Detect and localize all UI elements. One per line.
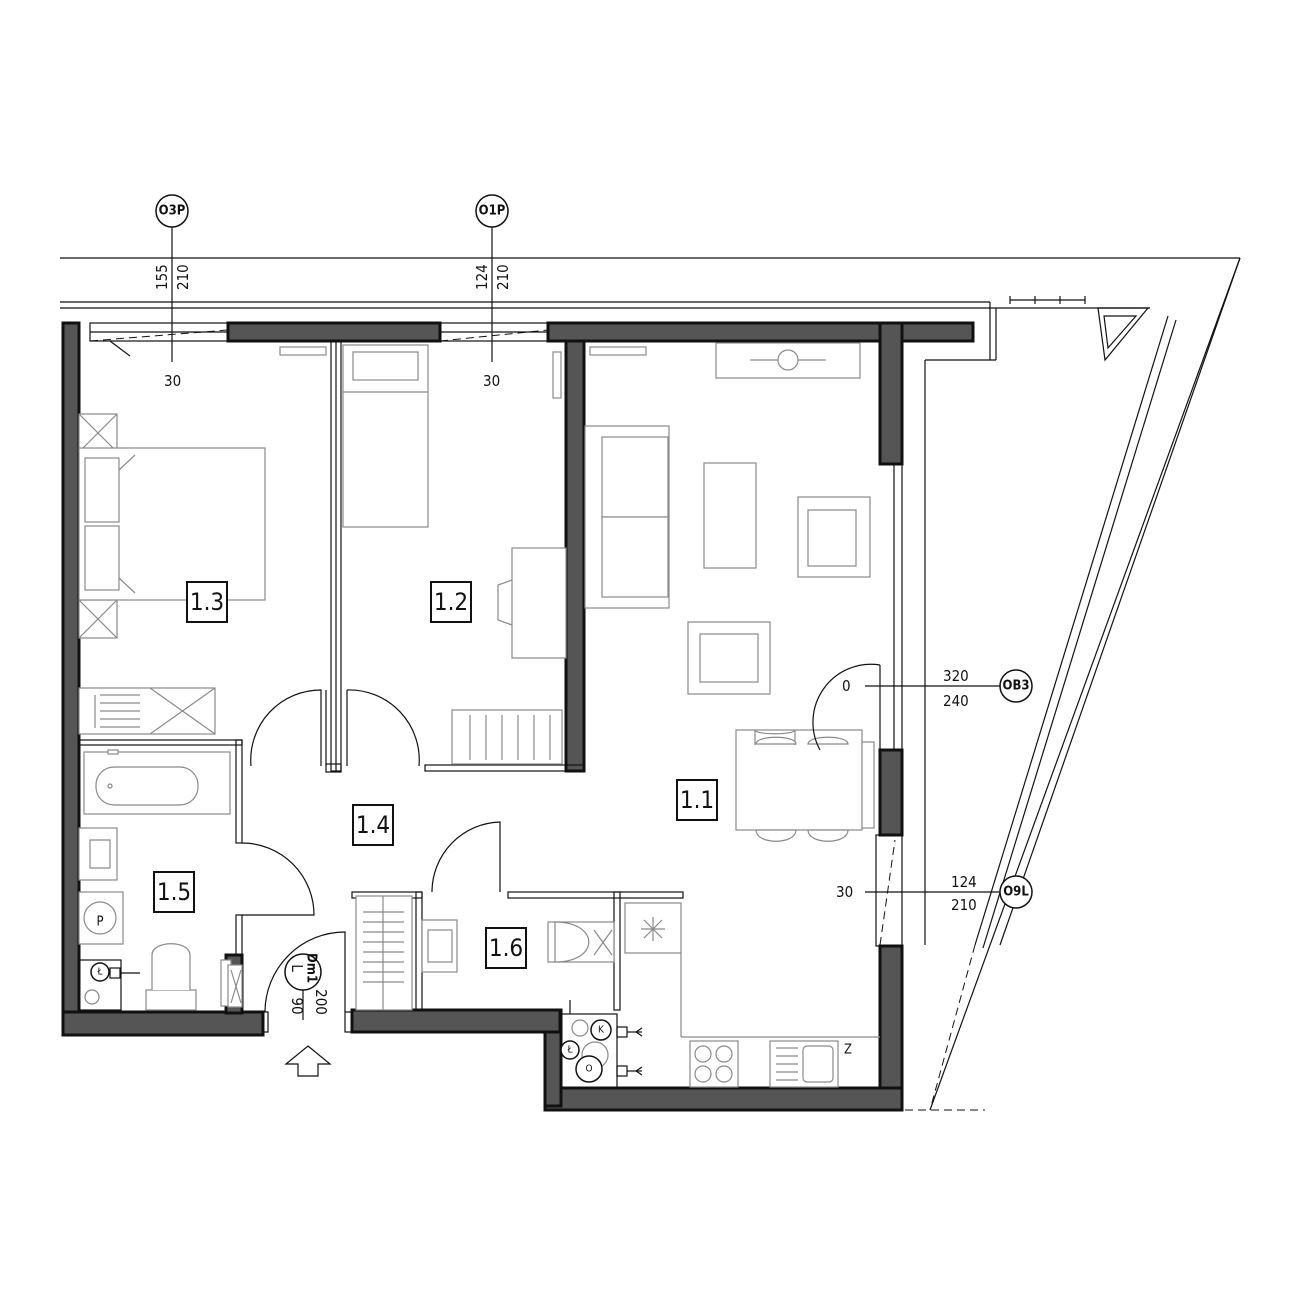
room-label-1-4-text: 1.4	[356, 811, 390, 839]
window-o1p-dim-bottom: 210	[494, 264, 512, 290]
window-tag-o3p: O3P 155 210 30	[153, 194, 192, 390]
room-label-1-4: 1.4	[352, 804, 394, 846]
window-tag-o9l-label: O9L	[1003, 885, 1029, 900]
room-label-1-1-text: 1.1	[680, 786, 714, 814]
entrance-arrow-icon	[284, 1045, 332, 1077]
window-tag-o1p: O1P 124 210 30	[473, 194, 512, 390]
entrance-door-tag-label: Dm1	[304, 953, 319, 983]
bath-meter-letter: Ł	[96, 967, 103, 978]
window-ob3-dim-bottom: 240	[943, 692, 969, 710]
window-o1p-sill: 30	[483, 372, 500, 390]
room-label-1-3-text: 1.3	[190, 588, 224, 616]
window-o3p-sill: 30	[164, 372, 181, 390]
window-tag-ob3-label: OB3	[1003, 679, 1030, 694]
window-ob3-sill: 0	[842, 677, 851, 695]
room-label-1-2: 1.2	[430, 581, 472, 623]
window-o9l-sill: 30	[836, 883, 853, 901]
window-o1p-dim-top: 124	[473, 264, 491, 290]
window-tag-o9l: O9L 124 210 30	[836, 873, 1033, 914]
window-tag-o1p-label: O1P	[479, 204, 506, 219]
walls	[61, 321, 975, 1112]
room-label-1-2-text: 1.2	[434, 588, 468, 616]
window-frames	[89, 322, 903, 947]
room-label-1-6: 1.6	[485, 927, 527, 969]
fridge-letter: Z	[844, 1043, 852, 1058]
partitions	[78, 340, 684, 1011]
balcony-outline	[60, 257, 1241, 1111]
window-tag-ob3: OB3 320 240 0	[842, 667, 1033, 710]
entrance-door-width: 90	[288, 997, 306, 1014]
kitchen-meter-top-letter: K	[598, 1025, 605, 1036]
room-label-1-5-text: 1.5	[157, 878, 191, 906]
room-label-1-5: 1.5	[153, 871, 195, 913]
window-o3p-dim-top: 155	[153, 264, 171, 290]
window-tag-o3p-label: O3P	[159, 204, 186, 219]
entrance-door-side: L	[288, 964, 306, 972]
window-o3p-dim-bottom: 210	[174, 264, 192, 290]
utility-fixtures: K Ł O	[355, 895, 643, 1089]
room-label-1-6-text: 1.6	[489, 934, 523, 962]
kitchen-meter-bottom-letter: O	[585, 1064, 592, 1075]
bathroom-fixtures: P Ł	[78, 749, 243, 1011]
kitchen: Z	[624, 902, 880, 1088]
room-label-1-1: 1.1	[676, 779, 718, 821]
living-furniture	[584, 342, 875, 842]
kitchen-meter-mid-letter: Ł	[566, 1045, 573, 1056]
entrance-door-tag: Dm1 L 90 200	[284, 953, 330, 1020]
window-o9l-dim-bottom: 210	[951, 896, 977, 914]
bedroom-furniture	[78, 346, 327, 735]
room-label-1-3: 1.3	[186, 581, 228, 623]
room-1-2-furniture	[342, 344, 567, 765]
window-ob3-dim-top: 320	[943, 667, 969, 685]
window-o9l-dim-top: 124	[951, 873, 977, 891]
entrance-door-height: 200	[312, 989, 330, 1015]
washer-letter: P	[96, 915, 103, 930]
doors	[241, 663, 881, 1077]
